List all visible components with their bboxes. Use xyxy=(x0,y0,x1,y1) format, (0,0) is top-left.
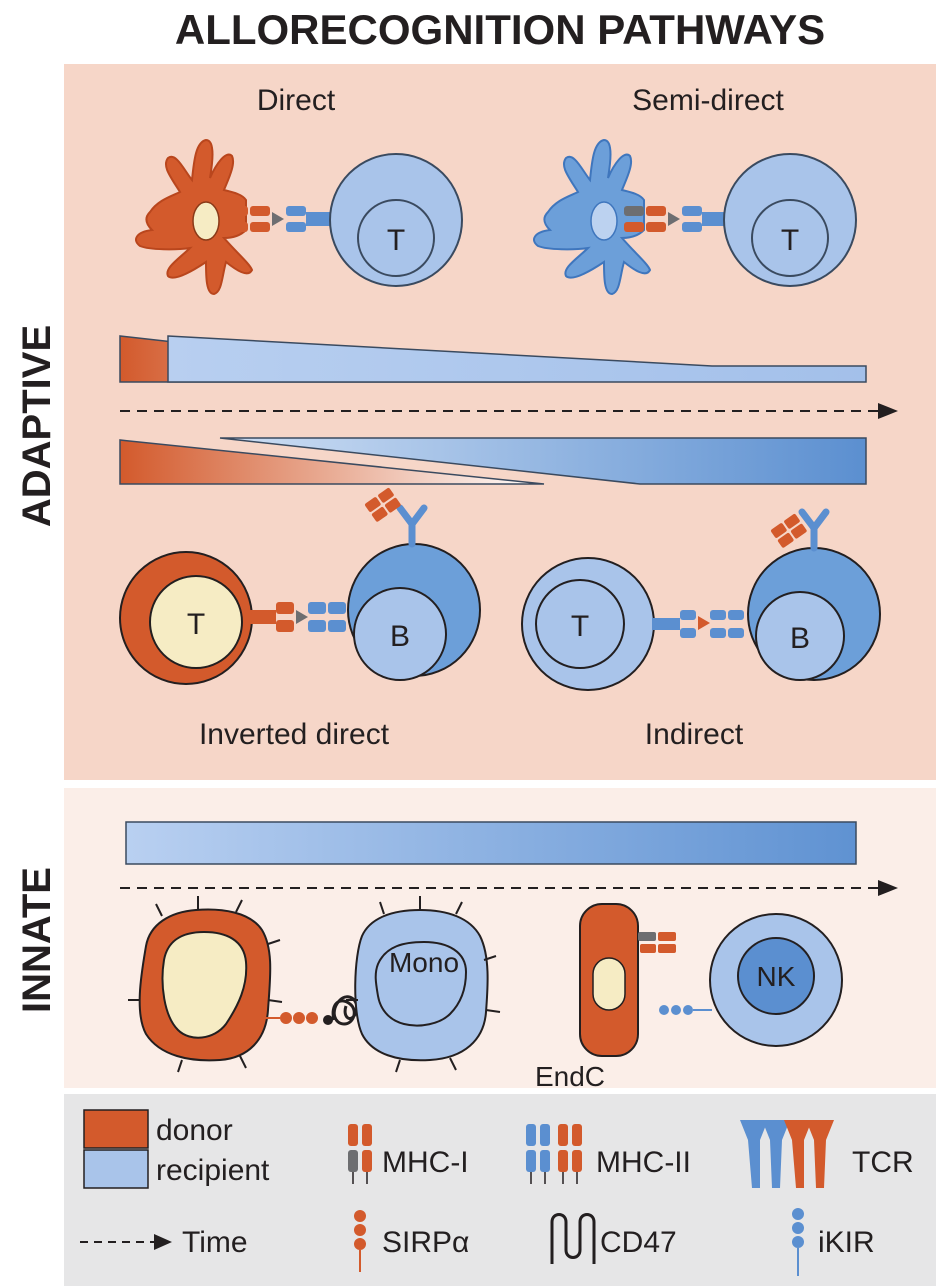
innate-monocyte: Mono xyxy=(346,896,501,1073)
pathway-label-indirect: Indirect xyxy=(645,718,744,751)
legend-time-arrow xyxy=(80,1234,172,1250)
innate-endc-mhc1 xyxy=(638,932,676,953)
legend-label-ikir: iKIR xyxy=(818,1226,875,1259)
innate-monocyte-label: Mono xyxy=(389,947,459,978)
legend-swatch-recipient xyxy=(83,1149,149,1189)
legend-ikir-icon xyxy=(792,1208,804,1276)
innate-time-bar xyxy=(125,821,857,865)
legend-label-recipient: recipient xyxy=(156,1154,270,1187)
inverted-direct-donor-t-cell: T xyxy=(119,551,253,685)
innate-donor-cell xyxy=(128,896,283,1073)
legend-tcr-icon xyxy=(740,1120,834,1188)
legend-label-tcr: TCR xyxy=(852,1146,914,1179)
indirect-b-cell: B xyxy=(747,508,881,681)
inverted-direct-b-cell-label: B xyxy=(390,620,410,653)
legend-cd47-icon xyxy=(550,1213,596,1264)
pathway-label-inverted-direct: Inverted direct xyxy=(199,718,390,751)
adaptive-time-arrow xyxy=(120,403,898,419)
direct-t-cell-label: T xyxy=(387,224,405,257)
legend-label-mhc2: MHC-II xyxy=(596,1146,691,1179)
legend-label-sirpa: SIRPα xyxy=(382,1226,469,1259)
legend-mhc2-icon xyxy=(526,1124,582,1184)
pathway-label-semi-direct: Semi-direct xyxy=(632,84,784,117)
semi-direct-recipient-dendritic-cell xyxy=(533,138,652,296)
legend-mhc1-icon xyxy=(348,1124,372,1184)
innate-endothelial-cell: EndC xyxy=(535,903,639,1092)
figure-title: ALLORECOGNITION PATHWAYS xyxy=(175,6,825,53)
legend: donor recipient MHC-I MHC-II xyxy=(80,1109,914,1276)
legend-sirpa-icon xyxy=(354,1210,366,1272)
innate-endothelial-cell-label: EndC xyxy=(535,1061,605,1092)
indirect-t-cell: T xyxy=(521,557,655,691)
adaptive-lower-wedges xyxy=(119,437,867,485)
direct-donor-dendritic-cell xyxy=(135,138,254,296)
innate-ikir-chain xyxy=(659,1005,712,1015)
innate-nk-cell-label: NK xyxy=(757,961,796,992)
legend-swatch-donor xyxy=(83,1109,149,1149)
direct-t-cell: T xyxy=(329,153,463,287)
indirect-tcr-mhc-complex xyxy=(652,610,744,638)
inverted-direct-t-cell-label: T xyxy=(187,608,205,641)
direct-mhc-tcr-complex xyxy=(228,206,334,232)
section-label-innate: INNATE xyxy=(15,867,59,1013)
section-label-adaptive: ADAPTIVE xyxy=(15,325,59,527)
inverted-direct-tcr-mhc-complex xyxy=(246,602,346,632)
semi-direct-mhc-tcr-complex xyxy=(624,206,730,232)
legend-label-cd47: CD47 xyxy=(600,1226,677,1259)
indirect-t-cell-label: T xyxy=(571,610,589,643)
pathway-label-direct: Direct xyxy=(257,84,336,117)
innate-time-arrow xyxy=(120,880,898,896)
legend-label-mhc1: MHC-I xyxy=(382,1146,469,1179)
inverted-direct-b-cell: B xyxy=(347,488,481,681)
semi-direct-t-cell-label: T xyxy=(781,224,799,257)
innate-sirpa-chain xyxy=(262,1012,318,1024)
adaptive-upper-wedges xyxy=(119,335,867,383)
legend-label-donor: donor xyxy=(156,1114,233,1147)
innate-nk-cell: NK xyxy=(709,913,843,1047)
indirect-b-cell-label: B xyxy=(790,622,810,655)
innate-cd47-molecule xyxy=(323,995,359,1026)
semi-direct-t-cell: T xyxy=(723,153,857,287)
legend-label-time: Time xyxy=(182,1226,248,1259)
